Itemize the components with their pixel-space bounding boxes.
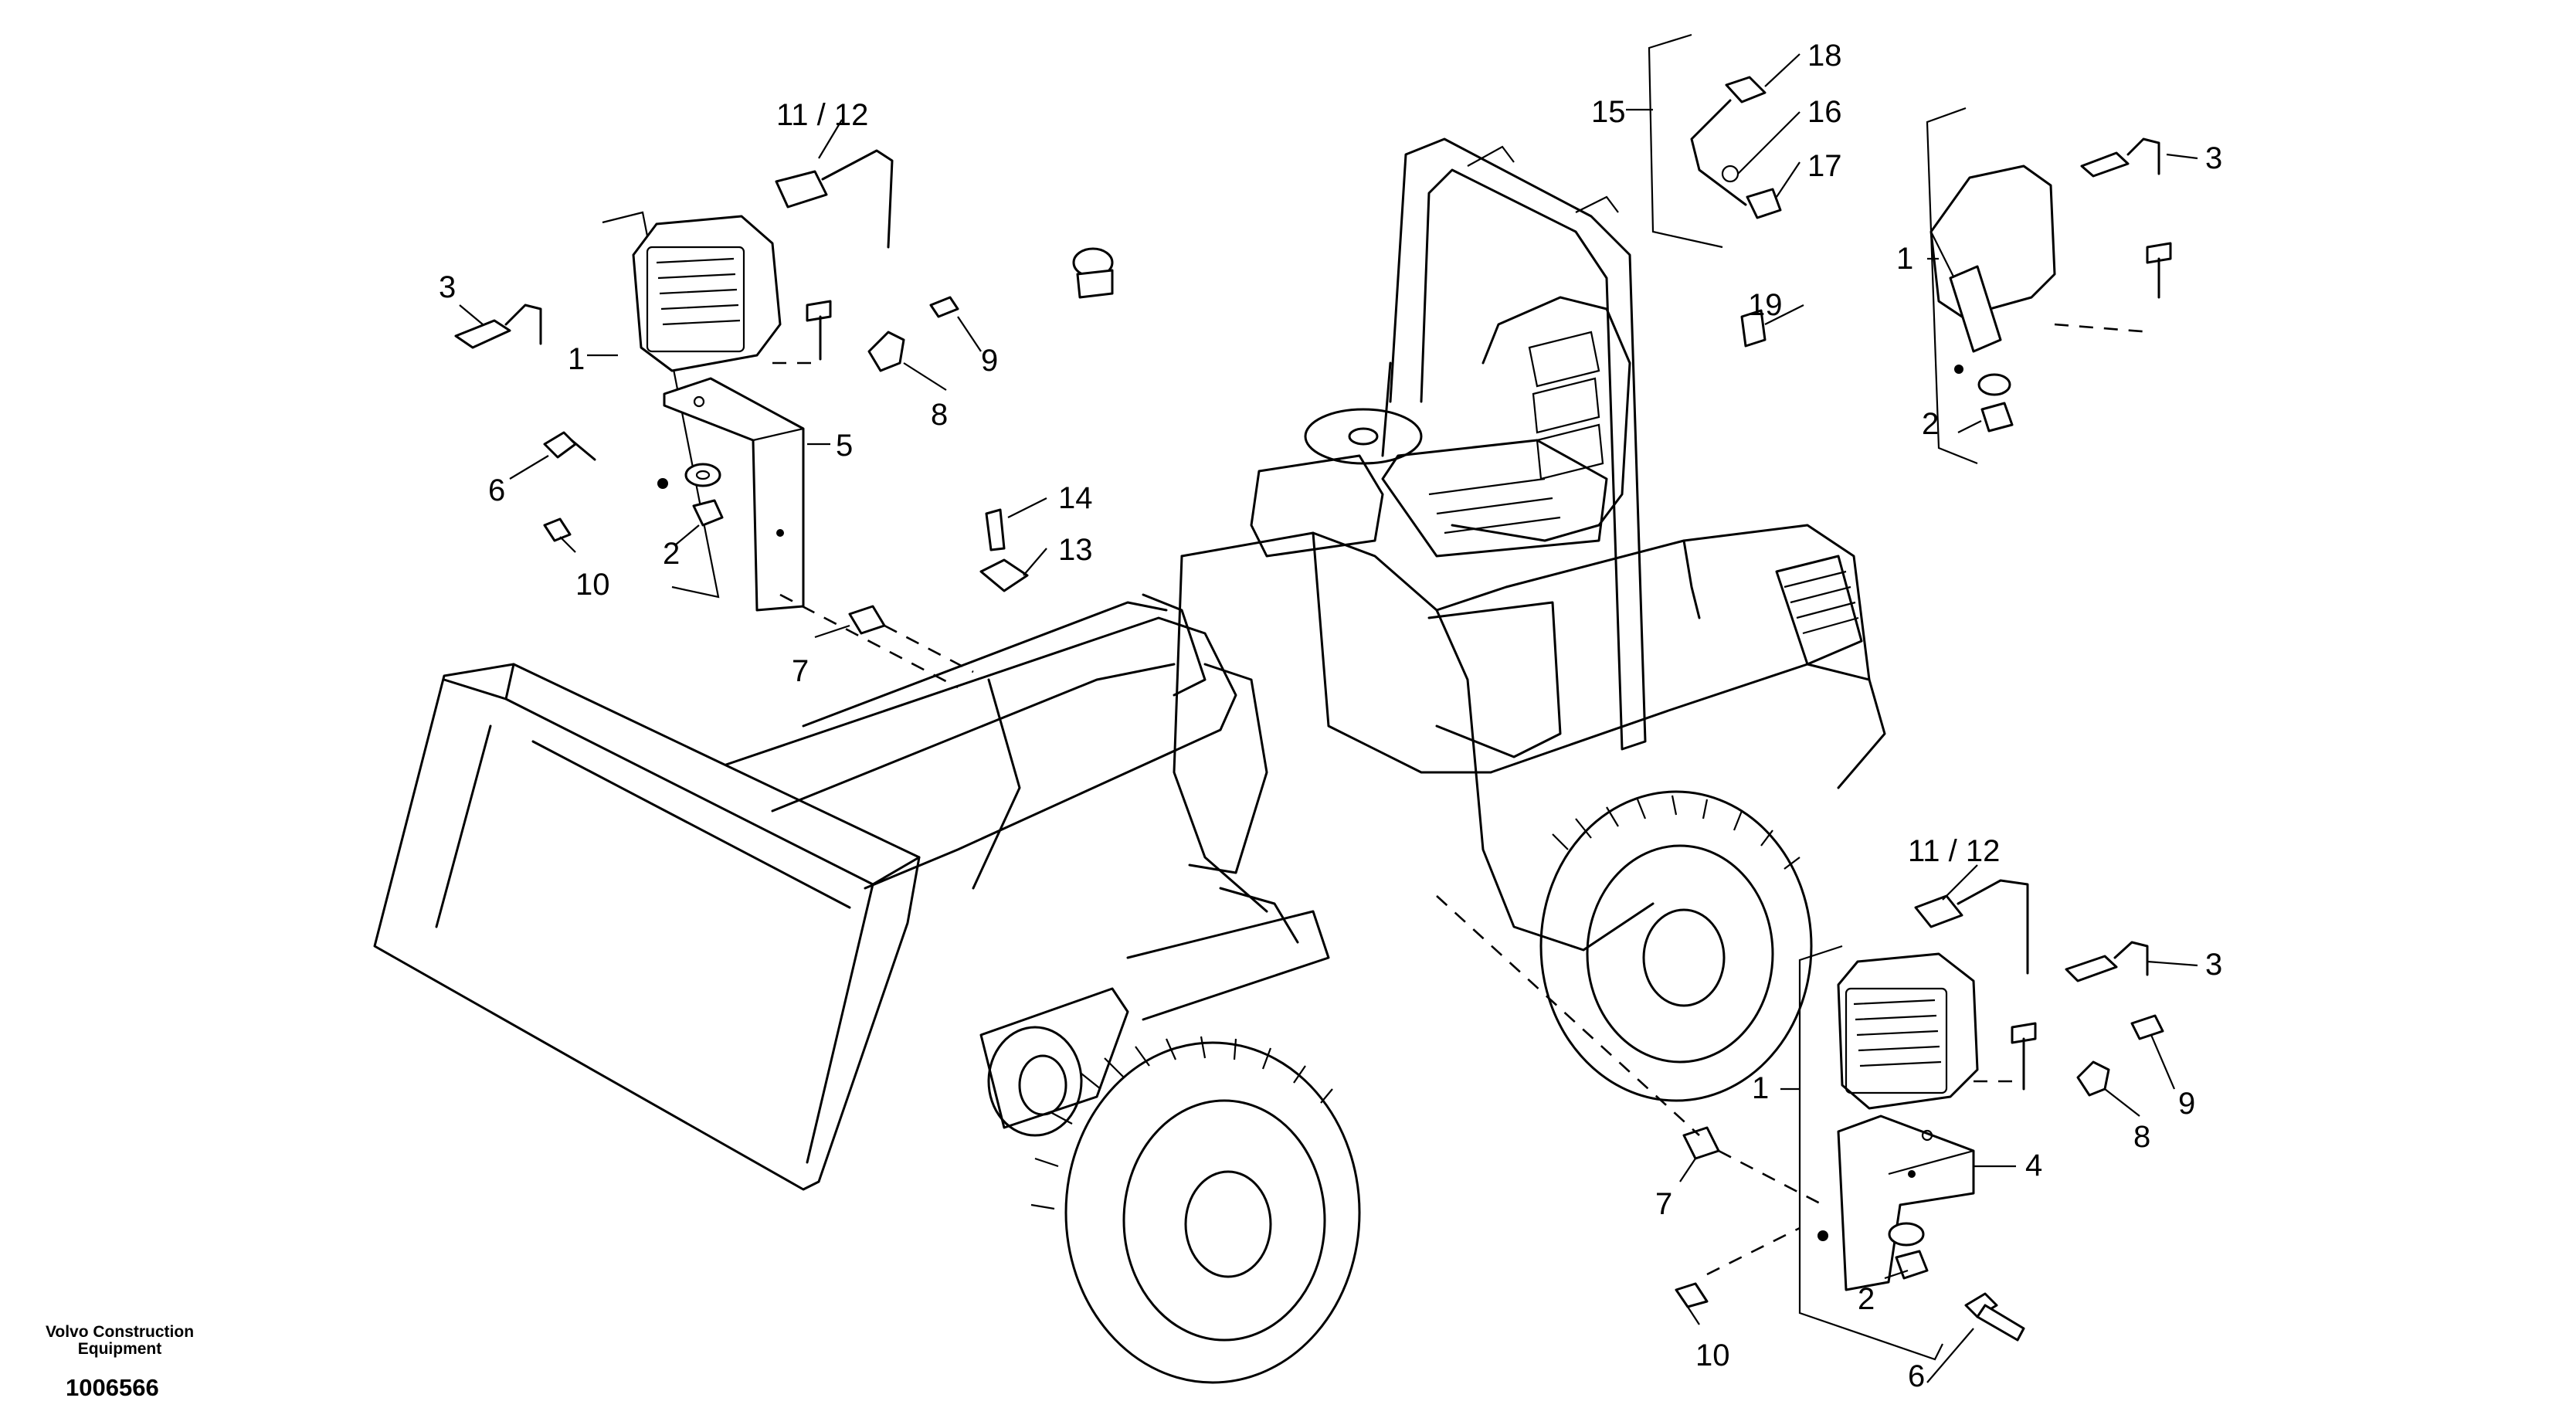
rear-bulb-icon — [2080, 137, 2160, 178]
harness-connector-icon — [1690, 76, 1782, 219]
footer: Volvo Construction Equipment 1006566 — [46, 1323, 194, 1401]
bracket-4-icon — [1837, 1115, 1975, 1291]
clip-icon — [867, 331, 905, 372]
rear-right-light-assembly — [1926, 107, 2198, 465]
callout-7-front-left: 7 — [792, 654, 809, 688]
front-right-nut-icon — [1675, 1126, 1720, 1308]
center-parts — [979, 247, 1114, 592]
callout-17: 17 — [1807, 149, 1842, 183]
brand-line-2: Equipment — [78, 1340, 162, 1358]
pin-icon — [985, 508, 1006, 551]
clamp-icon — [979, 558, 1029, 592]
front-right-light-assembly — [1436, 864, 2198, 1383]
front-right-lamp-icon — [1837, 952, 1979, 1110]
rear-bolt-icon — [2146, 242, 2172, 299]
callout-18: 18 — [1807, 39, 1842, 73]
lamp-connector-icon — [775, 149, 894, 249]
callout-9-front-left: 9 — [981, 344, 998, 378]
front-left-light-assembly — [454, 119, 982, 689]
callout-10-front-right: 10 — [1695, 1338, 1730, 1372]
callout-2-rear-right: 2 — [1922, 407, 1939, 441]
wheel-loader-illustration — [373, 137, 1886, 1384]
front-right-bolt-6-icon — [1964, 1292, 2025, 1342]
switch-icon — [1072, 247, 1114, 299]
nut-icon — [543, 499, 886, 635]
screw-icon — [929, 296, 959, 318]
callout-16: 16 — [1807, 95, 1842, 129]
mounting-bracket-icon — [663, 377, 805, 612]
callout-11-12-front-left: 11 / 12 — [776, 98, 868, 132]
callout-5-front-left: 5 — [836, 429, 853, 463]
work-lamp-icon — [632, 215, 782, 372]
callout-1-front-left: 1 — [568, 342, 585, 376]
bulb-icon — [454, 304, 542, 349]
callout-7-front-right: 7 — [1655, 1187, 1672, 1221]
callout-2-front-left: 2 — [663, 537, 680, 571]
callout-15: 15 — [1591, 95, 1626, 129]
front-right-connector-icon — [1914, 879, 2029, 975]
callout-19: 19 — [1748, 288, 1783, 322]
callout-3-rear-right: 3 — [2205, 141, 2222, 175]
front-right-clip-icon — [2076, 1060, 2110, 1097]
drawing-number: 1006566 — [66, 1374, 159, 1401]
callout-3-front-right: 3 — [2205, 948, 2222, 982]
grommet-icon — [1740, 309, 1767, 348]
front-right-screw-icon — [2130, 1014, 2164, 1040]
brand-line-1: Volvo Construction — [46, 1323, 194, 1341]
callout-6-front-left: 6 — [488, 473, 505, 507]
callout-9-front-right: 9 — [2178, 1087, 2195, 1121]
callout-1-front-right: 1 — [1752, 1071, 1769, 1105]
callout-3-front-left: 3 — [439, 270, 456, 304]
callout-8-front-right: 8 — [2133, 1120, 2150, 1154]
callout-11-12-front-right: 11 / 12 — [1908, 834, 2000, 868]
rear-lamp-icon — [1929, 165, 2056, 353]
front-right-bulb-icon — [2065, 941, 2149, 982]
washer-icon — [657, 463, 721, 489]
callout-6-front-right: 6 — [1908, 1359, 1925, 1393]
callout-14: 14 — [1058, 481, 1093, 515]
front-right-bolt-icon — [2011, 1022, 2037, 1091]
callout-8-front-left: 8 — [931, 398, 948, 432]
callout-13: 13 — [1058, 533, 1093, 567]
rear-harness-assembly — [1626, 33, 1804, 348]
callout-1-rear-right: 1 — [1896, 242, 1913, 276]
bolt-6-icon — [543, 431, 596, 461]
bolt-icon — [806, 300, 832, 361]
callout-4-front-right: 4 — [2025, 1148, 2042, 1182]
callout-2-front-right: 2 — [1858, 1282, 1875, 1316]
callout-10-front-left: 10 — [575, 568, 610, 602]
callout-labels: 11 / 12 3 1 6 10 2 5 8 9 7 14 13 15 18 1… — [439, 39, 2222, 1393]
